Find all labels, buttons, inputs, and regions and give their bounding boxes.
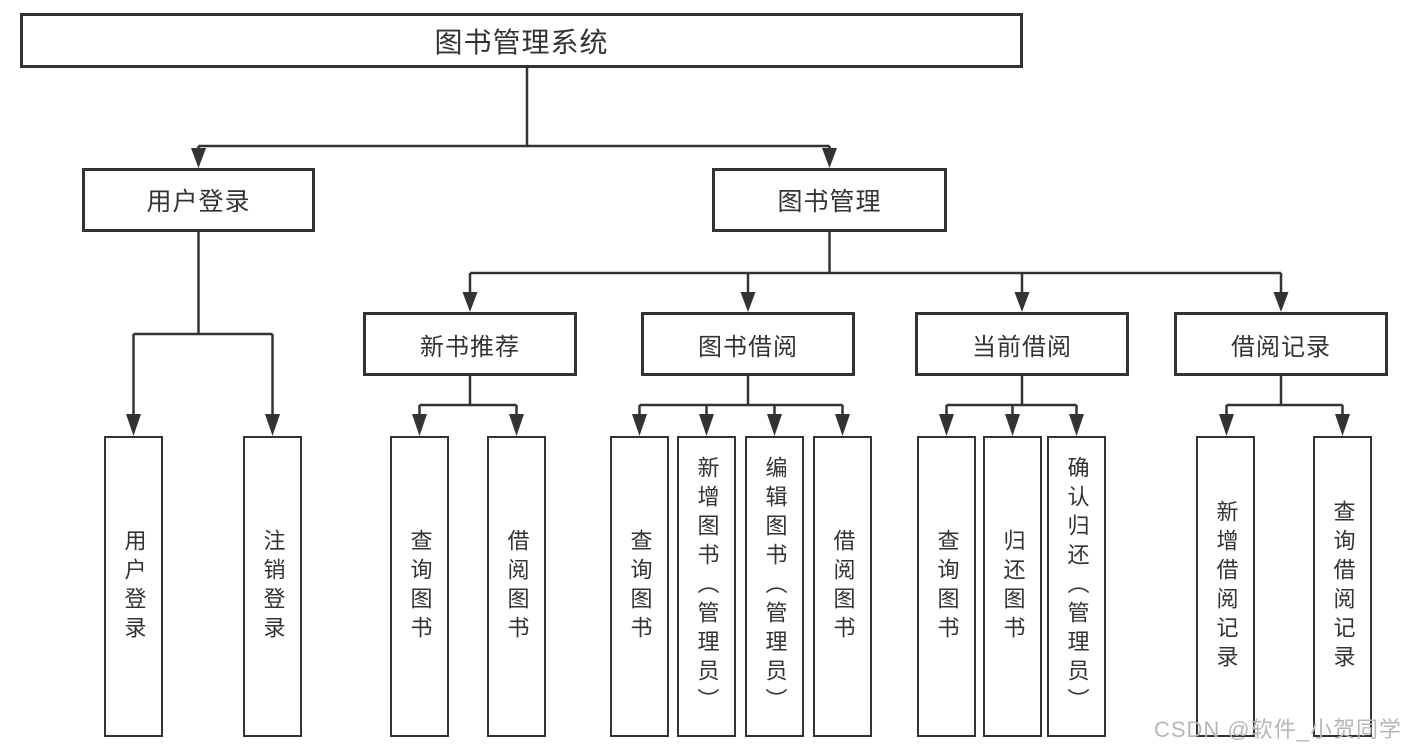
node-label: 注销登录 bbox=[260, 528, 286, 645]
node-label: 查询图书 bbox=[407, 528, 433, 645]
leaf-query-books-recommend: 查询图书 bbox=[390, 436, 449, 737]
node-label: 新增图书（管理员） bbox=[694, 456, 720, 717]
watermark: CSDN @软件_小贺同学 bbox=[1153, 717, 1402, 742]
leaf-user-login: 用户登录 bbox=[104, 436, 163, 737]
node-label: 借阅图书 bbox=[830, 528, 856, 645]
node-label: 编辑图书（管理员） bbox=[762, 456, 788, 717]
leaf-query-books-current: 查询图书 bbox=[917, 436, 976, 737]
node-new-book-recommend: 新书推荐 bbox=[363, 312, 577, 376]
leaf-edit-books-admin: 编辑图书（管理员） bbox=[745, 436, 804, 737]
node-label: 查询图书 bbox=[627, 528, 653, 645]
node-user-login: 用户登录 bbox=[82, 168, 315, 232]
node-label: 新书推荐 bbox=[420, 333, 520, 361]
node-label: 当前借阅 bbox=[972, 333, 1072, 361]
node-borrow-records: 借阅记录 bbox=[1174, 312, 1388, 376]
leaf-add-borrow-record: 新增借阅记录 bbox=[1196, 436, 1255, 737]
node-label: 借阅图书 bbox=[504, 528, 530, 645]
node-label: 新增借阅记录 bbox=[1213, 499, 1239, 674]
node-library-management-system: 图书管理系统 bbox=[20, 13, 1023, 68]
node-label: 图书管理系统 bbox=[434, 26, 609, 58]
node-label: 查询借阅记录 bbox=[1330, 499, 1356, 674]
node-label: 借阅记录 bbox=[1231, 333, 1331, 361]
node-label: 归还图书 bbox=[1000, 528, 1026, 645]
node-label: 用户登录 bbox=[146, 188, 251, 216]
leaf-return-books: 归还图书 bbox=[983, 436, 1042, 737]
arrowhead-icons bbox=[126, 148, 1350, 436]
leaf-borrow-books-recommend: 借阅图书 bbox=[487, 436, 546, 737]
node-label: 用户登录 bbox=[121, 528, 147, 645]
leaf-add-books-admin: 新增图书（管理员） bbox=[677, 436, 736, 737]
node-book-management: 图书管理 bbox=[712, 168, 947, 232]
leaf-query-books-borrow: 查询图书 bbox=[610, 436, 669, 737]
leaf-confirm-return-admin: 确认归还（管理员） bbox=[1047, 436, 1106, 737]
node-label: 查询图书 bbox=[934, 528, 960, 645]
node-label: 图书借阅 bbox=[698, 333, 798, 361]
leaf-logout: 注销登录 bbox=[243, 436, 302, 737]
connector-paths bbox=[132, 68, 1344, 420]
leaf-borrow-books: 借阅图书 bbox=[813, 436, 872, 737]
leaf-query-borrow-record: 查询借阅记录 bbox=[1313, 436, 1372, 737]
node-book-borrow: 图书借阅 bbox=[641, 312, 855, 376]
node-label: 图书管理 bbox=[777, 188, 882, 216]
node-label: 确认归还（管理员） bbox=[1064, 456, 1090, 717]
node-current-borrow: 当前借阅 bbox=[915, 312, 1129, 376]
